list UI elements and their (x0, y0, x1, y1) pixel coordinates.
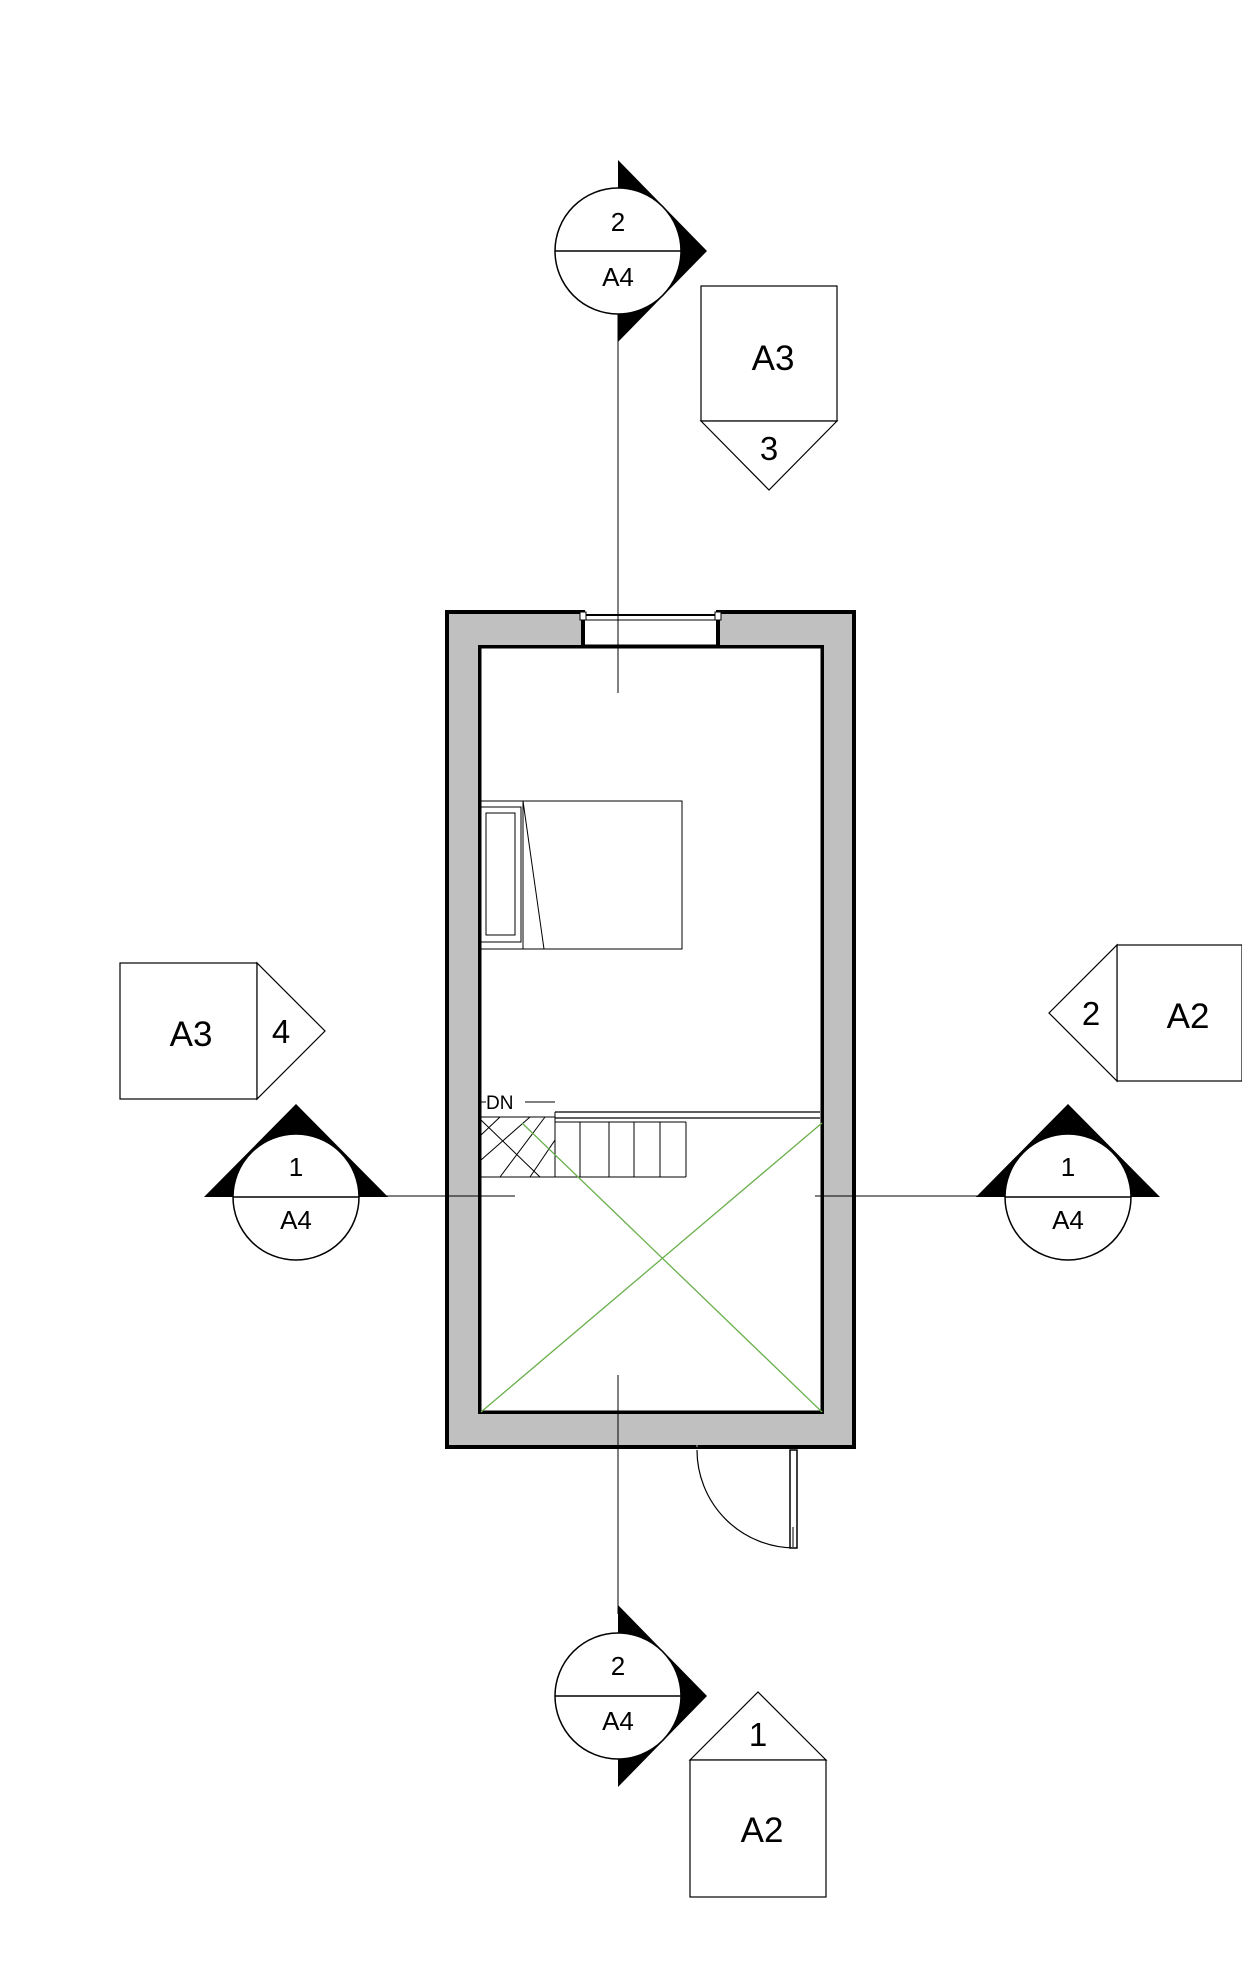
section-top-sheet: A4 (602, 262, 634, 292)
section-top-number: 2 (611, 207, 625, 237)
section-lines (385, 308, 982, 1614)
section-marker-bottom[interactable]: 2 A4 (554, 1605, 707, 1787)
elevation-top-sheet: A3 (752, 339, 795, 378)
section-marker-top[interactable]: 2 A4 (554, 160, 707, 342)
elevation-left-sheet: A3 (170, 1015, 213, 1054)
section-left-sheet: A4 (280, 1205, 312, 1235)
section-left-number: 1 (289, 1152, 303, 1182)
opening-below (480, 1122, 823, 1413)
bed (480, 800, 683, 950)
elevation-left-number: 4 (272, 1013, 290, 1050)
elevation-marker-left[interactable]: A3 4 (119, 961, 326, 1101)
stair: DN (480, 1093, 820, 1178)
elevation-right-sheet: A2 (1167, 997, 1210, 1036)
section-marker-right[interactable]: 1 A4 (976, 1104, 1160, 1261)
top-window (579, 611, 722, 646)
section-right-sheet: A4 (1052, 1205, 1084, 1235)
elevation-marker-top[interactable]: A3 3 (699, 285, 839, 491)
stair-down-label: DN (486, 1093, 513, 1114)
elevation-top-number: 3 (760, 430, 778, 467)
building-walls (445, 610, 856, 1449)
elevation-marker-right[interactable]: A2 2 (1048, 943, 1242, 1083)
section-bottom-number: 2 (611, 1651, 625, 1681)
interior-outline (478, 645, 824, 1414)
elevation-marker-bottom[interactable]: 1 A2 (688, 1691, 828, 1898)
elevation-right-number: 2 (1082, 995, 1100, 1032)
section-bottom-sheet: A4 (602, 1706, 634, 1736)
elevation-bottom-sheet: A2 (741, 1811, 784, 1850)
elevation-bottom-number: 1 (749, 1716, 767, 1753)
section-right-number: 1 (1061, 1152, 1075, 1182)
entry-door (696, 1420, 798, 1549)
section-marker-left[interactable]: 1 A4 (204, 1104, 388, 1261)
